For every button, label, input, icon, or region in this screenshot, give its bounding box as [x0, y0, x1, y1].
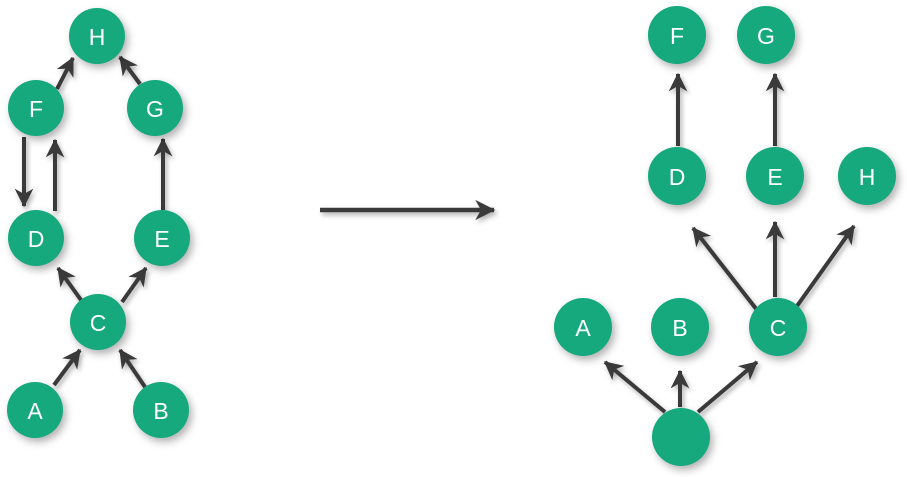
left-graph-edges: [14, 55, 173, 389]
right-graph-edges: [603, 72, 856, 414]
edge-C-to-E: [120, 266, 148, 304]
edge-ROOT-to-C2: [696, 360, 759, 414]
node-H-right[interactable]: H: [838, 147, 896, 205]
node-E-right[interactable]: E: [746, 147, 804, 205]
node-H-left[interactable]: H: [69, 8, 125, 64]
node-B-left[interactable]: B: [133, 382, 189, 438]
edge-A-to-C: [52, 348, 82, 387]
edge-C2-to-D2: [691, 226, 759, 312]
edge-G-to-H: [118, 55, 142, 86]
edge-C-to-D: [56, 266, 83, 302]
node-C-right[interactable]: C: [749, 298, 807, 356]
edge-ROOT-to-A2: [603, 360, 667, 414]
edge-B-to-C: [118, 348, 147, 389]
node-A-left[interactable]: A: [7, 382, 63, 438]
node-D-right[interactable]: D: [648, 147, 706, 205]
node-A-right[interactable]: A: [554, 298, 612, 356]
node-F-left[interactable]: F: [8, 80, 64, 136]
node-F-right[interactable]: F: [648, 6, 706, 64]
edge-F-to-H: [55, 56, 75, 90]
node-B-right[interactable]: B: [651, 298, 709, 356]
node-D-left[interactable]: D: [8, 210, 64, 266]
node-G-left[interactable]: G: [127, 80, 183, 136]
node-G-right[interactable]: G: [737, 6, 795, 64]
node-E-left[interactable]: E: [134, 210, 190, 266]
edge-C2-to-H2: [795, 224, 856, 308]
node-root-right[interactable]: [652, 408, 710, 466]
left-graph-nodes: H F G D E C A: [7, 8, 190, 438]
node-C-left[interactable]: C: [70, 294, 126, 350]
